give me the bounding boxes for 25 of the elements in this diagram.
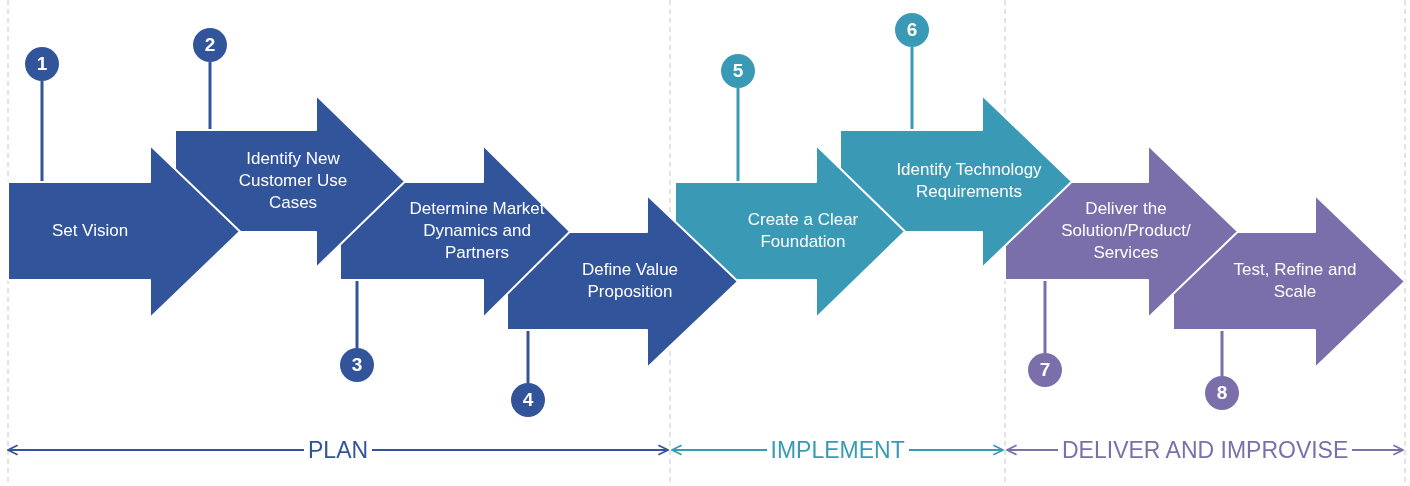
- step-number-badge: 4: [511, 383, 545, 417]
- leader-line: [736, 88, 740, 182]
- leader-line: [1043, 280, 1047, 353]
- step-number-badge: 5: [721, 54, 755, 88]
- step-number-badge: 6: [895, 13, 929, 47]
- leader-line: [355, 280, 359, 348]
- step-label: Create a Clear Foundation: [746, 209, 860, 253]
- leader-line: [910, 47, 914, 130]
- leader-line: [526, 330, 530, 383]
- leader-line: [208, 62, 212, 130]
- step-number-badge: 3: [340, 348, 374, 382]
- step-label: Identify New Customer Use Cases: [237, 148, 349, 214]
- step-number-badge: 7: [1028, 353, 1062, 387]
- process-step: [8, 145, 240, 318]
- step-number-badge: 8: [1205, 376, 1239, 410]
- step-number-badge: 2: [193, 28, 227, 62]
- step-label: Identify Technology Requirements: [895, 159, 1043, 203]
- step-number-badge: 1: [25, 47, 59, 81]
- step-label: Set Vision: [50, 220, 130, 242]
- step-label: Test, Refine and Scale: [1232, 259, 1358, 303]
- step-label: Deliver the Solution/Product/ Services: [1060, 198, 1192, 264]
- leader-line: [1220, 330, 1224, 376]
- step-label: Define Value Proposition: [580, 259, 680, 303]
- step-label: Determine Market Dynamics and Partners: [408, 198, 546, 264]
- leader-line: [40, 81, 44, 182]
